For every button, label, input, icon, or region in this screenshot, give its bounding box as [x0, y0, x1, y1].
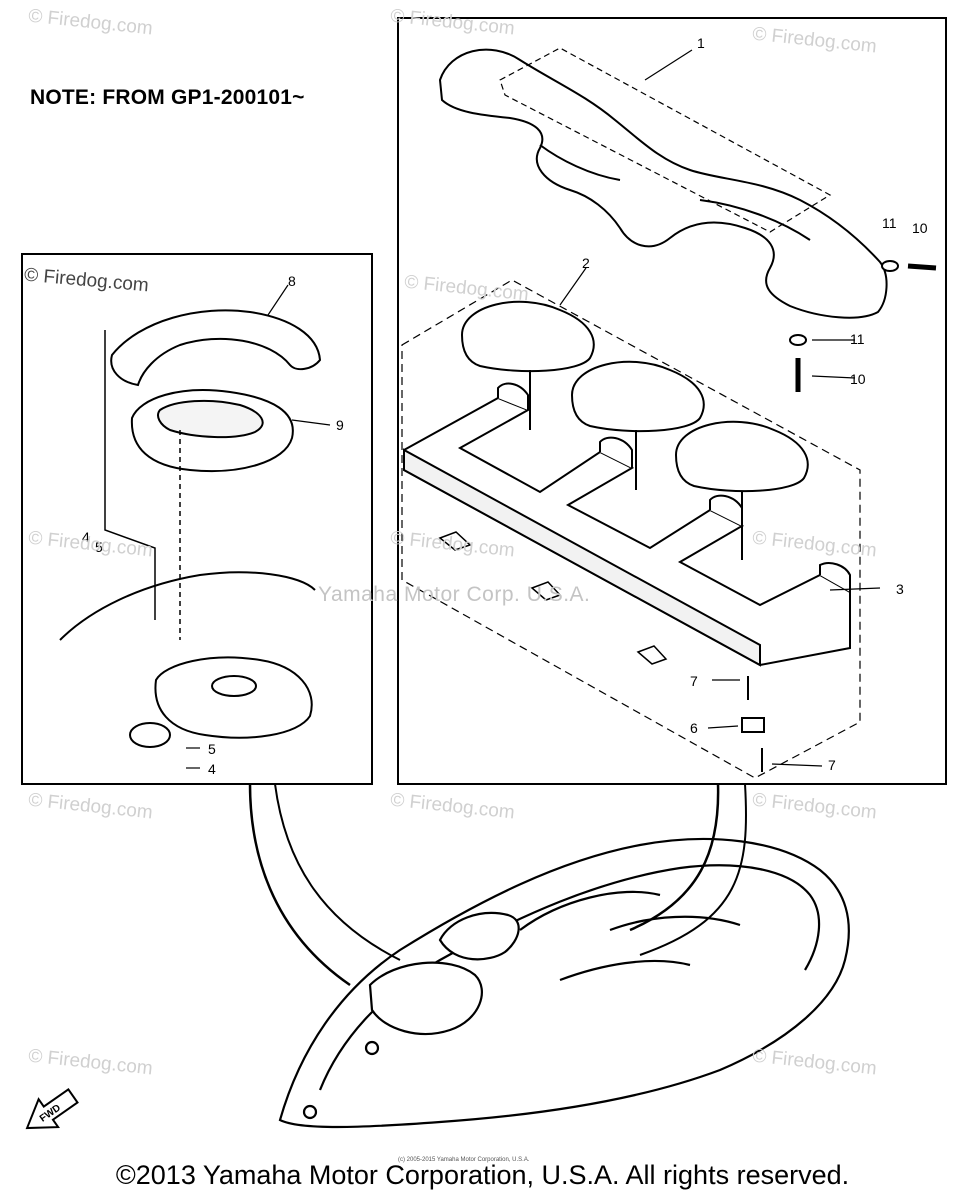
console-bottom	[59, 330, 316, 748]
callout-2: 2	[582, 255, 590, 271]
center-watermark: Yamaha Motor Corp. U.S.A.	[318, 583, 591, 606]
callout-1: 1	[697, 35, 705, 51]
part-2-seat-pads	[460, 300, 809, 560]
callout-3: 3	[896, 581, 904, 597]
callout-6: 6	[690, 720, 698, 736]
boat-hull	[278, 837, 850, 1129]
leader-right-2	[639, 783, 748, 956]
part-9-base-pad	[130, 389, 294, 473]
right-inset-frame	[397, 17, 947, 785]
callout-5-upper: 5	[95, 539, 103, 555]
left-inset-frame	[21, 253, 373, 785]
callout-4-upper: 4	[82, 529, 90, 545]
callout-7-upper: 7	[690, 673, 698, 689]
part-8-cushion	[110, 309, 322, 387]
part-3-seat-base	[403, 382, 851, 667]
leader-left-2	[274, 783, 401, 961]
copyright-footer: ©2013 Yamaha Motor Corporation, U.S.A. A…	[115, 1160, 850, 1190]
callout-7-lower: 7	[828, 757, 836, 773]
note-text: NOTE: FROM GP1-200101~	[30, 86, 305, 109]
hardware-right	[741, 260, 937, 772]
callout-10-lower: 10	[850, 371, 866, 387]
leader-left	[248, 783, 351, 987]
part-1-dashed-outline	[499, 47, 832, 233]
callout-11-lower: 11	[850, 331, 865, 347]
callout-9: 9	[336, 417, 344, 433]
tiny-credit: (c) 2005-2015 Yamaha Motor Corporation, …	[398, 1157, 530, 1163]
callout-8: 8	[288, 273, 296, 289]
clip-fasteners	[438, 531, 668, 665]
callout-4-lower: 4	[208, 761, 216, 777]
callout-10-upper: 10	[912, 220, 928, 236]
fwd-arrow-icon: FWD	[25, 1087, 79, 1130]
callout-5-lower: 5	[208, 741, 216, 757]
callout-leaders	[186, 49, 881, 769]
callout-11-upper: 11	[882, 215, 897, 231]
leader-right	[629, 783, 720, 932]
part-1-seat-cushion	[438, 48, 888, 319]
